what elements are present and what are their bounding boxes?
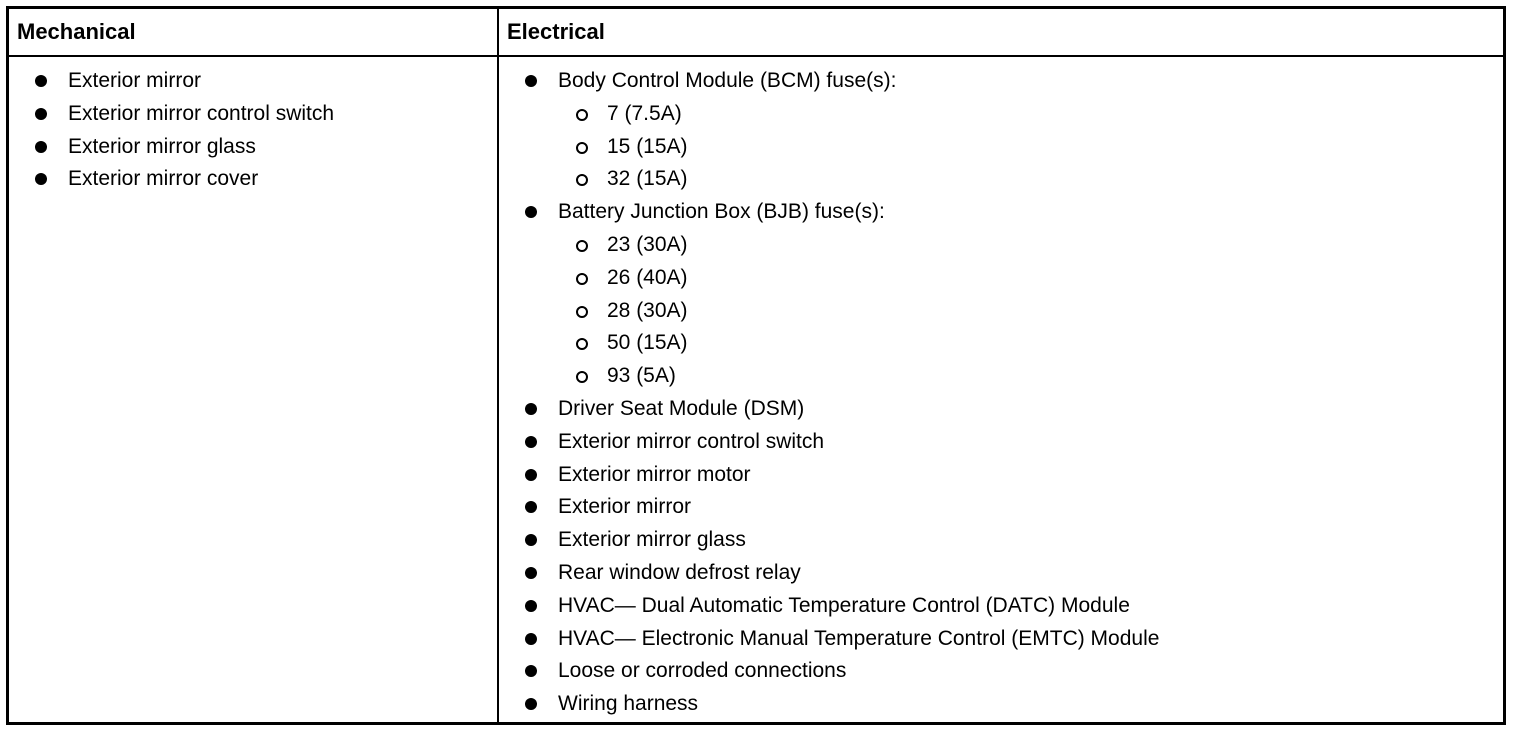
electrical-sub-item: 93 (5A) bbox=[521, 360, 1159, 393]
electrical-sub-item: 32 (15A) bbox=[521, 163, 1159, 196]
electrical-sub-item: 28 (30A) bbox=[521, 295, 1159, 328]
mechanical-list-item: Exterior mirror control switch bbox=[31, 98, 334, 131]
electrical-list-item: HVAC— Electronic Manual Temperature Cont… bbox=[521, 623, 1159, 656]
electrical-cell: Body Control Module (BCM) fuse(s):7 (7.5… bbox=[521, 65, 1159, 721]
electrical-list-item: HVAC— Dual Automatic Temperature Control… bbox=[521, 590, 1159, 623]
table-header-row bbox=[9, 9, 1503, 57]
electrical-list-item: Driver Seat Module (DSM) bbox=[521, 393, 1159, 426]
mechanical-list-item: Exterior mirror cover bbox=[31, 163, 334, 196]
electrical-list-item: Exterior mirror glass bbox=[521, 524, 1159, 557]
electrical-sub-item: 7 (7.5A) bbox=[521, 98, 1159, 131]
electrical-list-item: Exterior mirror motor bbox=[521, 459, 1159, 492]
electrical-list-item: Wiring harness bbox=[521, 688, 1159, 721]
mechanical-list-item: Exterior mirror bbox=[31, 65, 334, 98]
header-mechanical: Mechanical bbox=[17, 19, 136, 44]
electrical-sub-item: 15 (15A) bbox=[521, 131, 1159, 164]
electrical-list: Body Control Module (BCM) fuse(s):7 (7.5… bbox=[521, 65, 1159, 721]
electrical-sub-item: 50 (15A) bbox=[521, 327, 1159, 360]
mechanical-list-item: Exterior mirror glass bbox=[31, 131, 334, 164]
electrical-list-item: Battery Junction Box (BJB) fuse(s): bbox=[521, 196, 1159, 229]
column-divider bbox=[497, 9, 499, 722]
electrical-list-item: Rear window defrost relay bbox=[521, 557, 1159, 590]
header-electrical: Electrical bbox=[507, 19, 605, 44]
electrical-list-item: Exterior mirror bbox=[521, 491, 1159, 524]
electrical-sub-item: 26 (40A) bbox=[521, 262, 1159, 295]
electrical-list-item: Body Control Module (BCM) fuse(s): bbox=[521, 65, 1159, 98]
electrical-sub-item: 23 (30A) bbox=[521, 229, 1159, 262]
electrical-list-item: Exterior mirror control switch bbox=[521, 426, 1159, 459]
electrical-list-item: Loose or corroded connections bbox=[521, 655, 1159, 688]
